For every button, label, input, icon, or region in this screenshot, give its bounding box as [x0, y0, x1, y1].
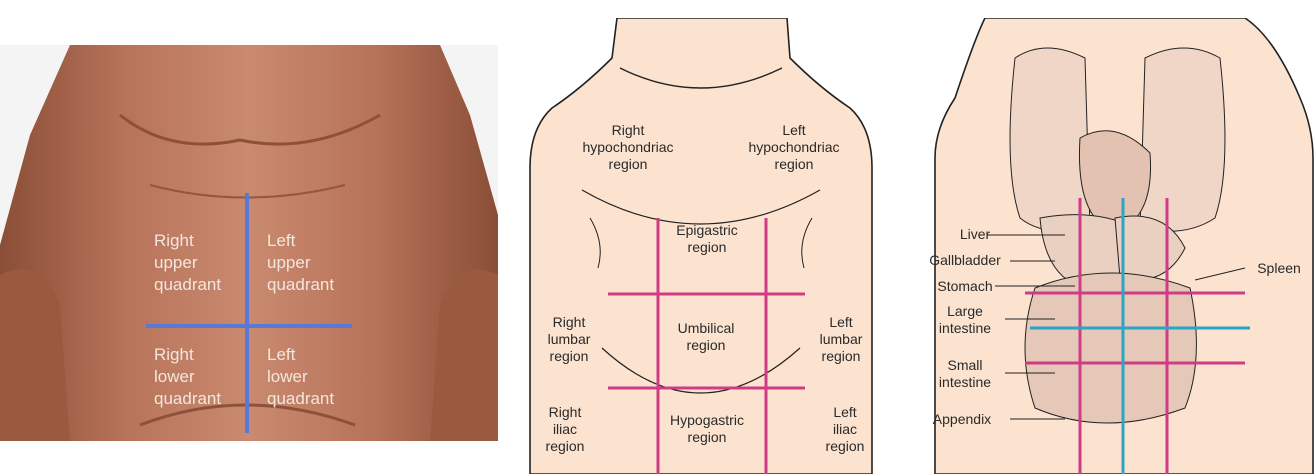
label-right-lower-quadrant: Right lower quadrant — [154, 344, 221, 410]
label-left-upper-quadrant: Left upper quadrant — [267, 230, 334, 296]
label-gallbladder: Gallbladder — [915, 252, 1015, 269]
label-right-iliac: Right iliac region — [530, 404, 600, 455]
label-appendix: Appendix — [917, 411, 1007, 428]
torso-organs — [905, 18, 1314, 474]
regions-panel: Right hypochondriac region Left hypochon… — [520, 18, 882, 474]
label-stomach: Stomach — [925, 278, 1005, 295]
label-right-hypochondriac: Right hypochondriac region — [568, 122, 688, 173]
label-left-lower-quadrant: Left lower quadrant — [267, 344, 334, 410]
label-left-iliac: Left iliac region — [810, 404, 880, 455]
label-spleen: Spleen — [1245, 260, 1313, 277]
quadrants-panel: Right upper quadrant Left upper quadrant… — [0, 45, 498, 441]
label-left-lumbar: Left lumbar region — [806, 314, 876, 365]
organs-panel: Liver Gallbladder Stomach Large intestin… — [905, 18, 1314, 474]
label-umbilical: Umbilical region — [656, 320, 756, 354]
label-liver: Liver — [945, 226, 1005, 243]
label-left-hypochondriac: Left hypochondriac region — [734, 122, 854, 173]
label-small-intestine: Small intestine — [925, 357, 1005, 391]
label-epigastric: Epigastric region — [652, 222, 762, 256]
label-hypogastric: Hypogastric region — [652, 412, 762, 446]
label-right-lumbar: Right lumbar region — [534, 314, 604, 365]
torso-photo — [0, 45, 498, 441]
label-large-intestine: Large intestine — [925, 303, 1005, 337]
label-right-upper-quadrant: Right upper quadrant — [154, 230, 221, 296]
